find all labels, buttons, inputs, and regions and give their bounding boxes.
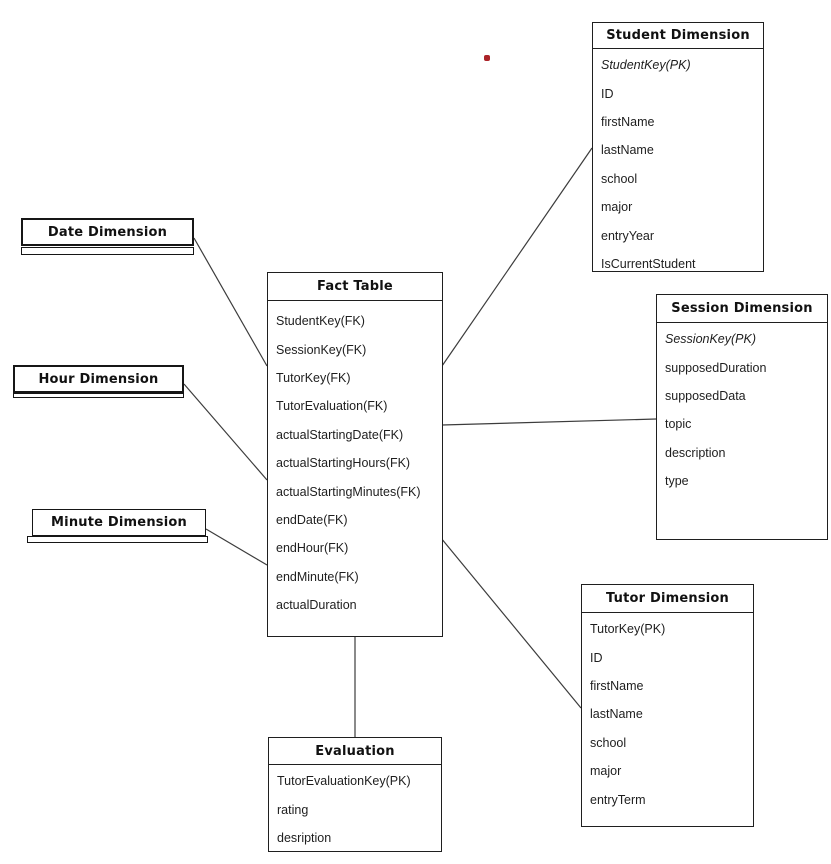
entity-field-list: SessionKey(PK) supposedDuration supposedDa…: [657, 323, 827, 495]
entity-minute-dimension-body-strip: [27, 536, 208, 543]
entity-field-list: TutorKey(PK) ID firstName lastName school maj…: [582, 613, 753, 814]
entity-title: Date Dimension: [47, 224, 168, 240]
connector-fact-to-tutor: [440, 537, 582, 709]
field-row: SessionKey(PK): [665, 332, 757, 347]
entity-session-dimension[interactable]: Session Dimension SessionKey(PK) supposed…: [656, 294, 828, 540]
connector-fact-to-session: [441, 418, 657, 426]
field-row: SessionKey(FK): [276, 342, 367, 357]
connector-date-to-fact: [193, 237, 268, 367]
field-row: endHour(FK): [276, 541, 349, 556]
entity-title: Minute Dimension: [51, 515, 187, 530]
field-row: firstName: [590, 678, 644, 693]
field-row: type: [665, 474, 689, 489]
connector-minute-to-fact: [205, 528, 268, 566]
field-row: StudentKey(FK): [276, 314, 365, 329]
entity-field-list: StudentKey(FK) SessionKey(FK) TutorKey(FK)…: [268, 301, 442, 619]
entity-title: Session Dimension: [657, 295, 827, 323]
entity-title: Evaluation: [269, 738, 441, 765]
field-row: ID: [601, 86, 614, 101]
field-row: rating: [277, 802, 309, 817]
field-row: actualStartingDate(FK): [276, 427, 404, 442]
entity-date-dimension[interactable]: Date Dimension: [21, 218, 194, 246]
field-row: entryTerm: [590, 792, 646, 807]
field-row: lastName: [601, 143, 654, 158]
field-row: description: [665, 445, 726, 460]
entity-hour-dimension[interactable]: Hour Dimension: [13, 365, 184, 393]
entity-field-list: TutorEvaluationKey(PK) rating desription: [269, 765, 441, 852]
field-row: school: [601, 171, 638, 186]
field-row: ID: [590, 650, 603, 665]
field-row: actualStartingHours(FK): [276, 456, 411, 471]
field-row: IsCurrentStudent: [601, 256, 696, 271]
entity-date-dimension-body-strip: [21, 247, 194, 255]
entity-title: Fact Table: [268, 273, 442, 301]
entity-title: Tutor Dimension: [582, 585, 753, 613]
field-row: TutorKey(PK): [590, 622, 666, 637]
field-row: topic: [665, 417, 692, 432]
field-row: firstName: [601, 114, 655, 129]
field-row: endDate(FK): [276, 512, 348, 527]
field-row: supposedData: [665, 388, 746, 403]
entity-hour-dimension-body-strip: [13, 393, 184, 398]
field-row: endMinute(FK): [276, 569, 359, 584]
entity-student-dimension[interactable]: Student Dimension StudentKey(PK) ID firstN…: [592, 22, 764, 272]
field-row: actualDuration: [276, 598, 357, 613]
field-row: entryYear: [601, 228, 655, 243]
field-row: actualStartingMinutes(FK): [276, 484, 421, 499]
entity-field-list: StudentKey(PK) ID firstName lastName school m…: [593, 49, 763, 278]
entity-minute-dimension[interactable]: Minute Dimension: [32, 509, 206, 536]
field-row: TutorEvaluation(FK): [276, 399, 388, 414]
connector-hour-to-fact: [183, 383, 268, 481]
field-row: TutorEvaluationKey(PK): [277, 774, 411, 789]
field-row: supposedDuration: [665, 360, 767, 375]
field-row: lastName: [590, 707, 643, 722]
entity-title: Student Dimension: [593, 23, 763, 49]
field-row: TutorKey(FK): [276, 370, 351, 385]
entity-title: Hour Dimension: [38, 371, 159, 387]
connector-fact-to-student: [441, 147, 593, 367]
field-row: school: [590, 735, 627, 750]
entity-fact-table[interactable]: Fact Table StudentKey(FK) SessionKey(FK) T…: [267, 272, 443, 637]
entity-evaluation[interactable]: Evaluation TutorEvaluationKey(PK) rating d…: [268, 737, 442, 852]
field-row: major: [590, 764, 622, 779]
field-row: major: [601, 200, 633, 215]
entity-tutor-dimension[interactable]: Tutor Dimension TutorKey(PK) ID firstName l…: [581, 584, 754, 827]
field-row: StudentKey(PK): [601, 58, 691, 73]
red-marker-dot: [484, 55, 490, 61]
field-row: desription: [277, 830, 332, 845]
